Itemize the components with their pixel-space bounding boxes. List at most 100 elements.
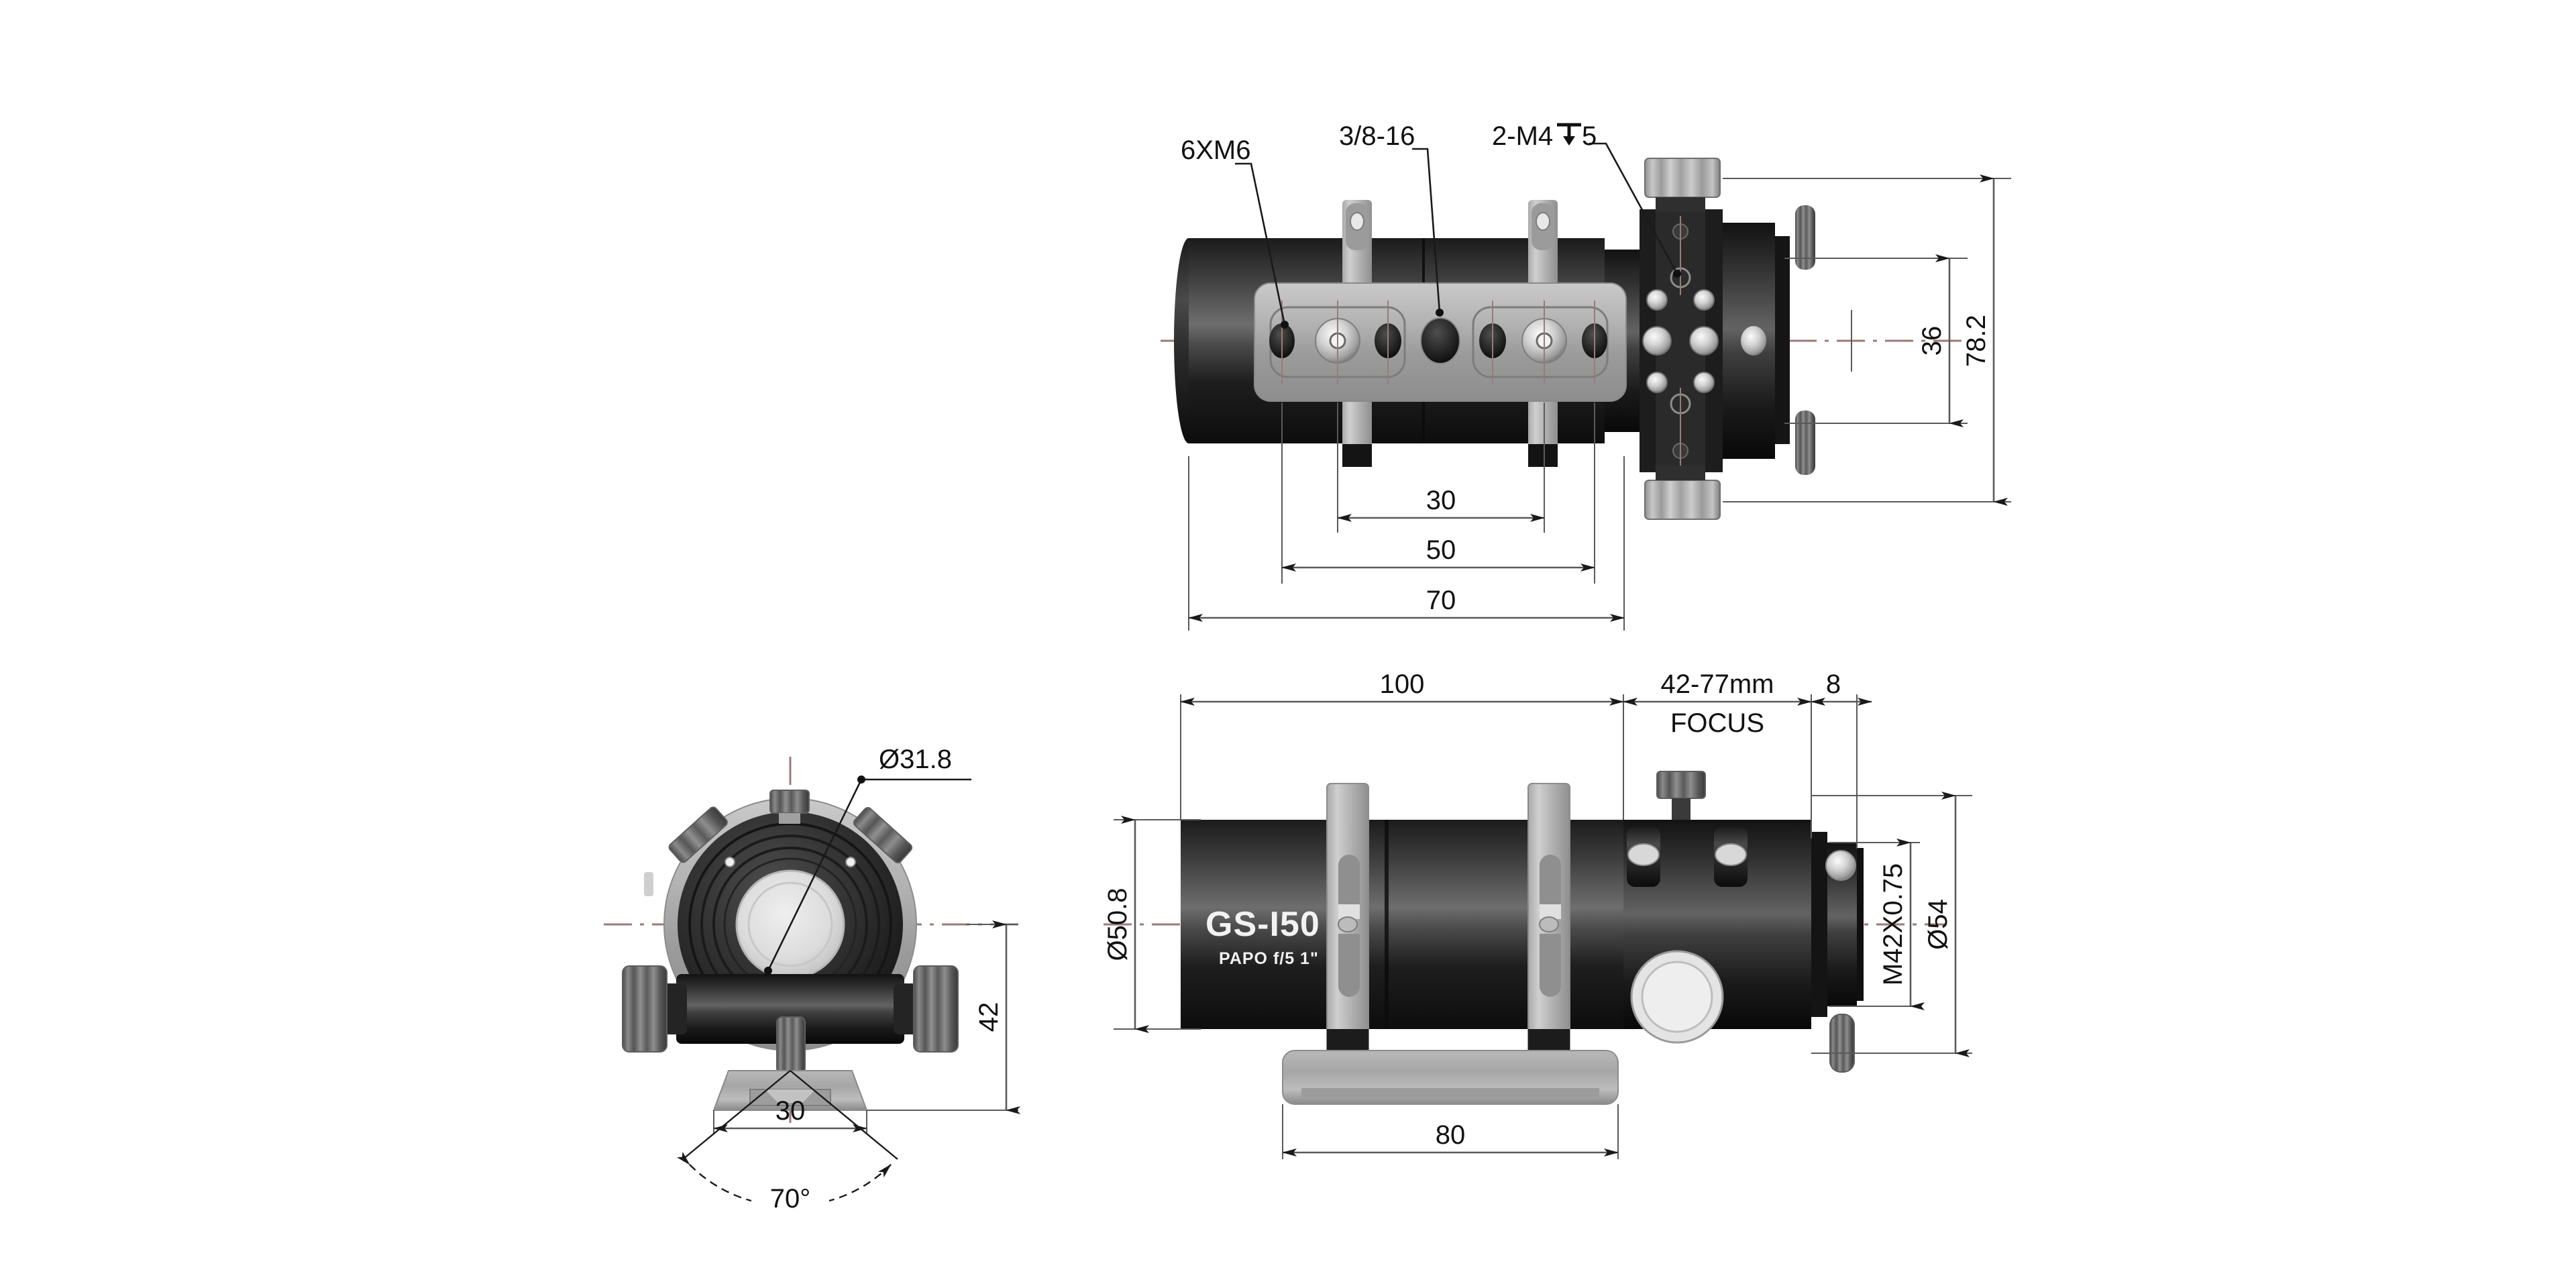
dimension-label-30-top: 30	[1426, 486, 1456, 515]
mounting-slot-right	[1472, 306, 1609, 378]
dimension-label-36: 36	[1917, 326, 1947, 356]
side-tube-ring-1	[1326, 783, 1369, 1066]
front-base-foot	[712, 1070, 868, 1111]
angle-arc-left	[676, 1151, 752, 1202]
focuser-screw-4	[1693, 372, 1715, 393]
side-ring-bolt-head-upper	[1540, 904, 1561, 919]
dimension-label-d54: Ø54	[1923, 899, 1953, 950]
angle-arc-right	[828, 1164, 892, 1202]
side-focuser-step	[1811, 832, 1827, 1017]
focuser-flange	[1775, 236, 1790, 444]
front-dimension-70deg: 70°	[676, 1070, 898, 1214]
side-ring-bolt-head-upper	[1338, 904, 1360, 919]
focuser-screws	[1642, 223, 1766, 459]
dimension-label-70deg: 70°	[770, 1184, 811, 1214]
front-dimension-42: 42	[867, 920, 1020, 1114]
focuser-screw-6	[1689, 326, 1719, 356]
side-ring-bolt-lower	[1540, 934, 1561, 997]
focuser-screw-5	[1642, 326, 1672, 356]
dimension-36: 36	[1917, 254, 1964, 427]
callout-label-2m4-depth: 5	[1582, 121, 1597, 151]
callout-label-38-16: 3/8-16	[1339, 121, 1415, 151]
side-view-dimensions: 100 42-77mm FOCUS 8 Ø50.8	[1103, 669, 1972, 1159]
focuser-screw-1	[1646, 289, 1668, 311]
dimension-100: 100	[1180, 669, 1624, 706]
side-ring-bolt-upper	[1338, 855, 1360, 918]
side-tip-boss	[1825, 850, 1856, 881]
focus-knob-shaft-top	[1656, 197, 1705, 212]
front-focus-knob-left[interactable]	[622, 965, 667, 1053]
dimension-70: 70	[1188, 586, 1625, 622]
focuser-screw-2	[1693, 289, 1715, 311]
collimation-screw-left[interactable]	[667, 806, 729, 864]
lock-pin-top[interactable]	[1795, 205, 1815, 270]
dimension-d54: Ø54	[1811, 792, 1972, 1057]
tripod-thread-hole	[1420, 317, 1460, 364]
front-bar-right-shaft	[894, 983, 918, 1034]
side-draw-tube-edge	[1857, 848, 1864, 1001]
angle-ray-left	[682, 1070, 791, 1160]
lock-pin-bottom[interactable]	[1795, 411, 1815, 475]
dimension-label-focus-range: 42-77mm	[1661, 669, 1774, 699]
side-ring-hinge-1	[1338, 916, 1358, 932]
ring-strap-hole	[1536, 212, 1550, 231]
dimension-label-50: 50	[1426, 535, 1456, 565]
focus-knob-shaft-bottom	[1656, 466, 1705, 480]
mounting-bar	[1254, 282, 1627, 402]
base-slot-highlight	[765, 1089, 816, 1103]
dimension-80: 80	[1282, 1104, 1619, 1159]
focus-knob-top[interactable]	[1644, 158, 1721, 198]
angle-ray-right	[790, 1070, 898, 1160]
ring-pinhole-left	[724, 857, 735, 867]
front-callout-d318: Ø31.8	[764, 745, 971, 975]
callout-leader-d318	[764, 775, 865, 975]
side-lock-pin[interactable]	[1829, 1014, 1855, 1073]
ring-strap-shadow	[1528, 444, 1558, 467]
side-post-1-cap	[1627, 843, 1660, 866]
ring-pinhole-right	[845, 857, 856, 867]
depth-symbol-icon	[1557, 123, 1581, 146]
callout-leader-2m4	[1589, 142, 1681, 278]
logo-primary: GS-I50	[1205, 905, 1320, 944]
callout-label-6xm6: 6XM6	[1181, 136, 1251, 165]
front-focuser-bar	[676, 974, 904, 1044]
side-ring-hinge-2	[1539, 916, 1559, 932]
side-tube-seam	[1385, 820, 1389, 1029]
dimension-label-m42x075: M42X0.75	[1878, 863, 1908, 985]
top-view-dimensions: 30 50 70 36	[1188, 174, 2011, 631]
callout-leader-38-16	[1412, 148, 1444, 317]
callout-label-2m4-group: 2-M4 5	[1492, 121, 1597, 151]
side-ring-bolt-lower	[1338, 934, 1360, 997]
dimension-label-80: 80	[1436, 1120, 1466, 1150]
side-base-plate	[1282, 1050, 1619, 1105]
front-focus-knob-right[interactable]	[913, 965, 959, 1053]
dimension-focus-range: 42-77mm FOCUS	[1623, 669, 1812, 738]
front-lock-knob-bottom[interactable]	[776, 1016, 806, 1074]
side-eyepiece-inner	[1641, 961, 1713, 1033]
focuser-screw-3	[1646, 372, 1668, 393]
collimation-screw-top[interactable]	[769, 790, 810, 814]
dimension-d50-8: Ø50.8	[1103, 816, 1201, 1033]
dovetail-plate-edge	[1301, 1088, 1599, 1097]
dimension-label-focus-word: FOCUS	[1670, 708, 1764, 738]
front-lower-body	[622, 965, 959, 1074]
side-tension-knob[interactable]	[1656, 771, 1706, 799]
dimension-label-100: 100	[1380, 669, 1425, 699]
ring-strap-hole	[1350, 212, 1364, 231]
dimension-50: 50	[1281, 535, 1595, 572]
focus-knob-bottom[interactable]	[1644, 480, 1721, 520]
callout-label-2m4: 2-M4	[1492, 121, 1553, 151]
dimension-label-78-2: 78.2	[1962, 315, 1991, 367]
logo-secondary: PAPO f/5 1"	[1219, 949, 1319, 968]
dimension-78-2: 78.2	[1962, 174, 2008, 506]
callout-leader-6xm6	[1235, 162, 1289, 329]
focuser-block	[1640, 158, 1815, 520]
side-tension-shaft	[1672, 798, 1690, 820]
dimension-label-42: 42	[974, 1002, 1004, 1032]
dimension-label-30-front: 30	[775, 1096, 806, 1126]
collimation-screw-top-shaft	[779, 813, 800, 824]
dimension-30-top: 30	[1337, 486, 1545, 522]
top-view-callouts	[1235, 142, 1681, 329]
